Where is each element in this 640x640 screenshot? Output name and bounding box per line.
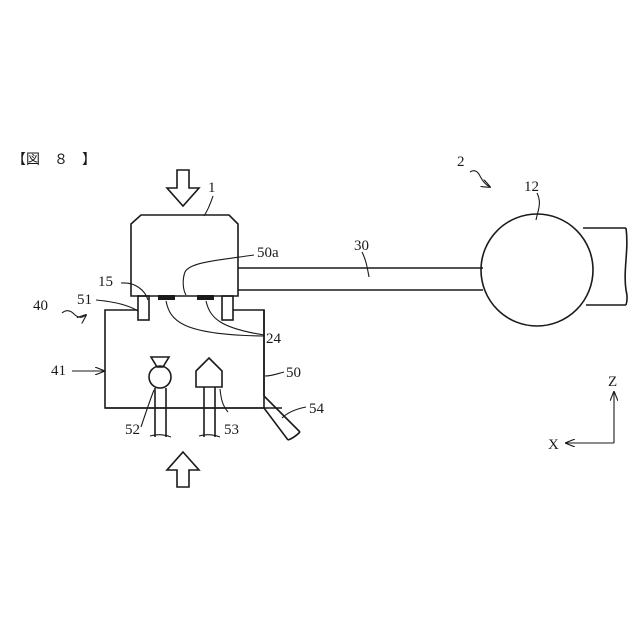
leader-15 xyxy=(121,283,148,300)
label-2: 2 xyxy=(457,154,465,170)
right-pad-24 xyxy=(197,295,214,300)
label-12: 12 xyxy=(524,179,539,195)
leader-1 xyxy=(204,196,213,216)
leader-24b xyxy=(206,301,264,335)
housing-break-line xyxy=(625,228,627,305)
label-50a: 50a xyxy=(257,245,279,261)
label-52: 52 xyxy=(125,422,140,438)
label-1: 1 xyxy=(208,180,216,196)
leader-50a xyxy=(183,255,254,295)
label-50: 50 xyxy=(286,365,301,381)
z-axis-label: Z xyxy=(608,374,617,390)
label-41: 41 xyxy=(51,363,66,379)
label-53: 53 xyxy=(224,422,239,438)
nozzle-52-ball xyxy=(149,366,171,388)
leader-30 xyxy=(362,252,369,277)
leader-40 xyxy=(62,311,86,318)
label-51: 51 xyxy=(77,292,92,308)
nozzle-53-head xyxy=(196,358,222,387)
leader-54 xyxy=(282,407,306,418)
label-15: 15 xyxy=(98,274,113,290)
left-pad-24 xyxy=(158,295,175,300)
drain-pipe-54-b xyxy=(264,408,288,440)
station-50-outline xyxy=(105,310,282,408)
upward-flow-arrow xyxy=(167,452,199,487)
label-24: 24 xyxy=(266,331,282,347)
leader-50 xyxy=(265,372,284,376)
drain-pipe-54-end xyxy=(288,432,300,440)
leader-2 xyxy=(470,171,490,187)
joint-circle-12 xyxy=(481,214,593,326)
label-54: 54 xyxy=(309,401,325,417)
figure-caption: 【図 ８ 】 xyxy=(12,152,96,168)
nozzle-52-break xyxy=(150,435,171,437)
label-40: 40 xyxy=(33,298,48,314)
leader-12 xyxy=(536,193,539,220)
label-30: 30 xyxy=(354,238,369,254)
nozzle-53-break xyxy=(199,435,220,437)
right-leg-51 xyxy=(222,296,233,320)
x-axis-label: X xyxy=(548,437,559,453)
downward-flow-arrow xyxy=(167,170,199,206)
head-body-1 xyxy=(131,215,238,296)
